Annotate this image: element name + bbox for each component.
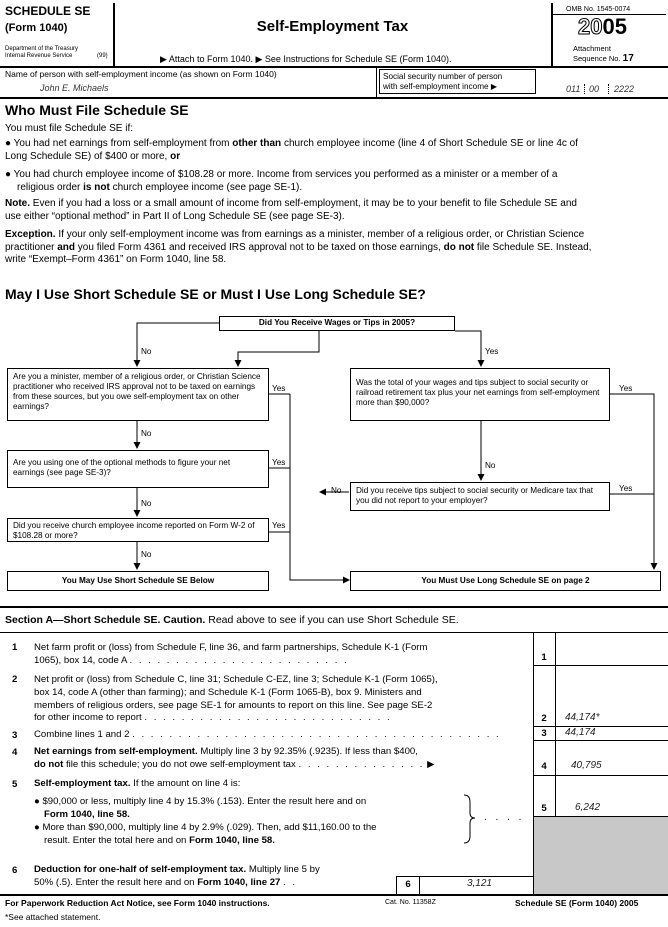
irs-label: Internal Revenue Service [5, 53, 73, 59]
flow-q-minister: Are you a minister, member of a religiou… [7, 368, 269, 421]
line-5-bullet-2: ● More than $90,000, multiply line 4 by … [34, 822, 377, 846]
form-title: Self-Employment Tax [256, 18, 409, 35]
flow-label-yes: Yes [619, 384, 633, 393]
flow-label-no: No [141, 499, 152, 508]
attach-instructions: ▶ Attach to Form 1040. ▶ See Instruction… [160, 54, 452, 64]
flow-label-no: No [141, 550, 152, 559]
flow-q-wages-over-limit: Was the total of your wages and tips sub… [350, 368, 610, 421]
shaded-area [533, 817, 668, 894]
sequence-label: Sequence No. 17 [573, 53, 634, 64]
flow-label-yes: Yes [272, 521, 286, 530]
footer-attached-note: *See attached statement. [5, 912, 101, 922]
flow-q-church-income: Did you receive church employee income r… [7, 518, 269, 542]
line-4-number: 4 [12, 747, 18, 758]
section-a-title: Section A—Short Schedule SE. Caution. Re… [5, 614, 459, 626]
line-3-number: 3 [12, 730, 18, 741]
tax-year: 2005 [577, 14, 627, 39]
line-2-text: Net profit or (loss) from Schedule C, li… [34, 674, 438, 724]
name-value[interactable]: John E. Michaels [40, 83, 109, 93]
flow-q-unreported-tips: Did you receive tips subject to social s… [350, 482, 610, 511]
exception-paragraph: Exception. If your only self-employment … [5, 229, 592, 266]
flow-label-yes: Yes [619, 484, 633, 493]
line-1-text: Net farm profit or (loss) from Schedule … [34, 642, 428, 666]
line-6-text: Deduction for one-half of self-employmen… [34, 864, 320, 888]
dept-treasury: Department of the Treasury [5, 46, 79, 52]
dept-code: (99) [97, 53, 108, 59]
line-2-number: 2 [12, 674, 18, 685]
line-2-box-label: 2 [541, 713, 547, 724]
line-5-bullet-1: ● $90,000 or less, multiply line 4 by 15… [34, 796, 367, 820]
ssn-label-box: Social security number of person with se… [379, 69, 536, 94]
name-label: Name of person with self-employment inco… [5, 69, 277, 79]
who-must-file-heading: Who Must File Schedule SE [5, 102, 189, 118]
flow-result-long: You Must Use Long Schedule SE on page 2 [350, 571, 661, 591]
line-3-amount[interactable]: 44,174 [565, 727, 596, 738]
line-4-amount[interactable]: 40,795 [571, 760, 602, 771]
line-5-number: 5 [12, 779, 18, 790]
line-6-box-label: 6 [405, 879, 411, 890]
who-bullet-2: ● You had church employee income of $108… [5, 169, 558, 193]
line-2-amount[interactable]: 44,174* [565, 712, 600, 723]
flow-label-no: No [331, 486, 342, 495]
flow-q-optional-methods: Are you using one of the optional method… [7, 450, 269, 488]
ssn-part-3[interactable]: 2222 [614, 84, 635, 94]
line-6-amount[interactable]: 3,121 [466, 878, 492, 889]
who-bullet-1: ● You had net earnings from self-employm… [5, 138, 578, 162]
omb-number: OMB No. 1545-0074 [566, 6, 631, 13]
line-5-leader: . . . . [484, 812, 525, 823]
flow-label-yes: Yes [272, 458, 286, 467]
line-1-number: 1 [12, 642, 18, 653]
flow-label-yes: Yes [485, 347, 499, 356]
ssn-part-1[interactable]: 011 [566, 84, 581, 94]
flow-result-short: You May Use Short Schedule SE Below [7, 571, 269, 591]
line-1-box-label: 1 [541, 652, 547, 663]
line-3-box-label: 3 [541, 728, 547, 739]
line-5-amount[interactable]: 6,242 [575, 802, 601, 813]
schedule-name: SCHEDULE SE [5, 4, 91, 18]
footer-cat-number: Cat. No. 11358Z [385, 899, 436, 906]
flow-label-no: No [141, 429, 152, 438]
form-number: (Form 1040) [5, 22, 68, 34]
note-paragraph: Note. Even if you had a loss or a small … [5, 198, 577, 222]
ssn-part-2[interactable]: 00 [589, 84, 600, 94]
line-5-text: Self-employment tax. If the amount on li… [34, 778, 241, 789]
flow-label-no: No [141, 347, 152, 356]
line-6-number: 6 [12, 865, 18, 876]
flow-label-yes: Yes [272, 384, 286, 393]
line-4-box-label: 4 [541, 761, 547, 772]
may-i-use-heading: May I Use Short Schedule SE or Must I Us… [5, 286, 426, 302]
footer-form-id: Schedule SE (Form 1040) 2005 [515, 898, 639, 908]
attachment-label: Attachment [573, 44, 611, 53]
line-4-text: Net earnings from self-employment. Multi… [34, 746, 435, 770]
line-5-box-label: 5 [541, 803, 547, 814]
flow-q-wages-tips: Did You Receive Wages or Tips in 2005? [219, 316, 455, 331]
who-intro: You must file Schedule SE if: [5, 123, 134, 134]
flow-label-no: No [485, 461, 496, 470]
line-3-text: Combine lines 1 and 2 . . . . . . . . . … [34, 729, 501, 740]
footer-paperwork-notice: For Paperwork Reduction Act Notice, see … [5, 898, 270, 908]
